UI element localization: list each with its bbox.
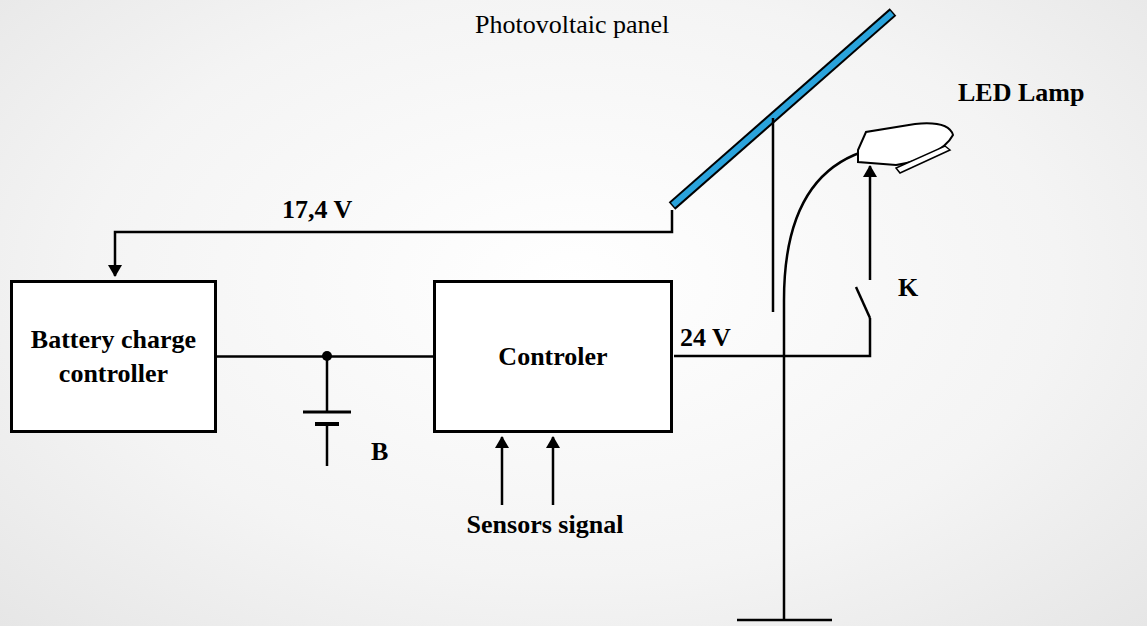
ground-line bbox=[737, 619, 832, 622]
lamp-wire bbox=[674, 318, 870, 356]
controller-box: Controler bbox=[433, 280, 673, 433]
panel-label: Photovoltaic panel bbox=[475, 10, 669, 40]
pv-panel-face bbox=[673, 13, 892, 205]
signal-label: Sensors signal bbox=[460, 510, 630, 540]
sensor-arrow bbox=[552, 437, 555, 505]
lamp-pole bbox=[784, 152, 862, 620]
pv-panel bbox=[672, 12, 893, 206]
battery-plate-long bbox=[303, 411, 351, 414]
switch-k bbox=[856, 287, 870, 318]
voltage-label: 24 V bbox=[680, 323, 731, 353]
box-text: Battery charge controller bbox=[21, 323, 206, 391]
battery-lead bbox=[326, 424, 329, 466]
lamp-label: LED Lamp bbox=[958, 78, 1084, 108]
pv-wire bbox=[115, 210, 672, 276]
battery-label: B bbox=[371, 437, 388, 467]
switch-label: K bbox=[898, 273, 918, 303]
controller-box: Battery charge controller bbox=[10, 280, 217, 433]
panel-support bbox=[772, 118, 775, 312]
led-lamp-lens bbox=[896, 146, 950, 173]
lamp-feed bbox=[869, 166, 872, 280]
wire bbox=[217, 355, 433, 358]
battery-lead bbox=[326, 356, 329, 412]
box-text: Controler bbox=[498, 340, 607, 374]
voltage-label: 17,4 V bbox=[282, 195, 352, 225]
sensor-arrow bbox=[501, 437, 504, 505]
led-lamp bbox=[858, 123, 953, 165]
